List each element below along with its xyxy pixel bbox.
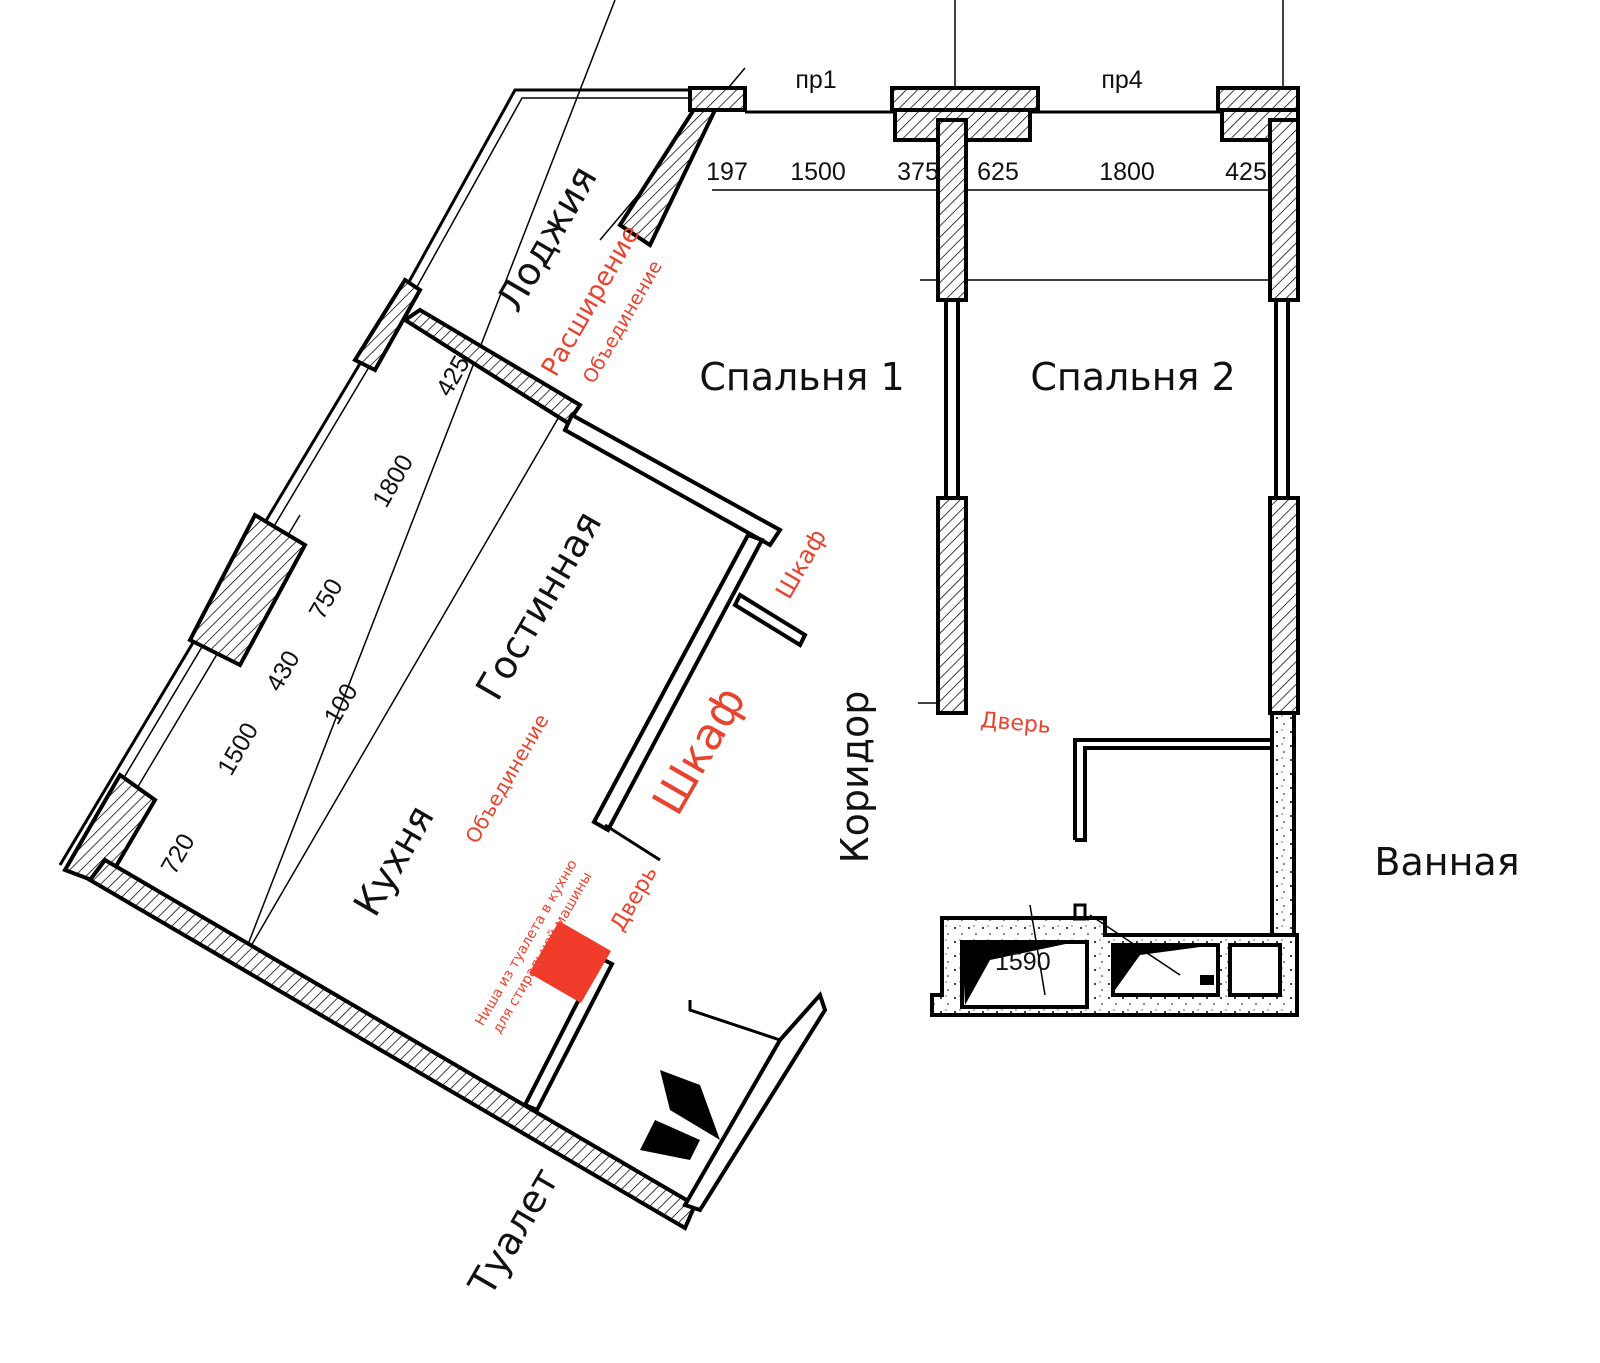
dimension-label: 425 [1225, 158, 1267, 186]
room-living: Гостинная [467, 504, 610, 708]
room-bedroom-1: Спальня 1 [699, 355, 904, 399]
room-corridor: Коридор [833, 691, 877, 864]
annotation-merge-kitchen: Объединение [460, 710, 553, 848]
dimension-label: 1800 [367, 450, 419, 512]
bath-dimension: 1590 [995, 948, 1051, 976]
dimension-label: 100 [319, 679, 364, 729]
dimension-label: 625 [977, 158, 1019, 186]
dimension-label: 1500 [212, 718, 264, 780]
dimension-label: 430 [261, 646, 306, 696]
room-bedroom-2: Спальня 2 [1030, 355, 1235, 399]
niche-marker [529, 921, 611, 1003]
loggia-glazing [58, 88, 690, 869]
annotation-door-bedroom: Дверь [979, 708, 1052, 739]
top-dimensions: пр1 пр4 197 1500 375 625 1800 425 [706, 66, 1267, 186]
annotation-wardrobe-small: Шкаф [770, 524, 832, 603]
room-bathroom: Ванная [1374, 840, 1519, 884]
dimension-label: 1500 [790, 158, 846, 186]
annotation-door-kitchen: Дверь [606, 862, 663, 936]
left-walls [62, 97, 828, 1231]
opening-label: пр1 [795, 66, 836, 94]
dimension-label: 720 [156, 829, 201, 879]
room-kitchen: Кухня [345, 798, 443, 924]
dimension-label: 375 [897, 158, 939, 186]
right-walls [688, 86, 1300, 940]
bathroom-fixtures: 1590 [930, 903, 1299, 1017]
opening-label: пр4 [1101, 66, 1142, 94]
dimension-label: 1800 [1099, 158, 1155, 186]
dimension-label: 750 [304, 574, 349, 624]
room-toilet: Туалет [459, 1160, 567, 1303]
dimension-label: 197 [706, 158, 748, 186]
